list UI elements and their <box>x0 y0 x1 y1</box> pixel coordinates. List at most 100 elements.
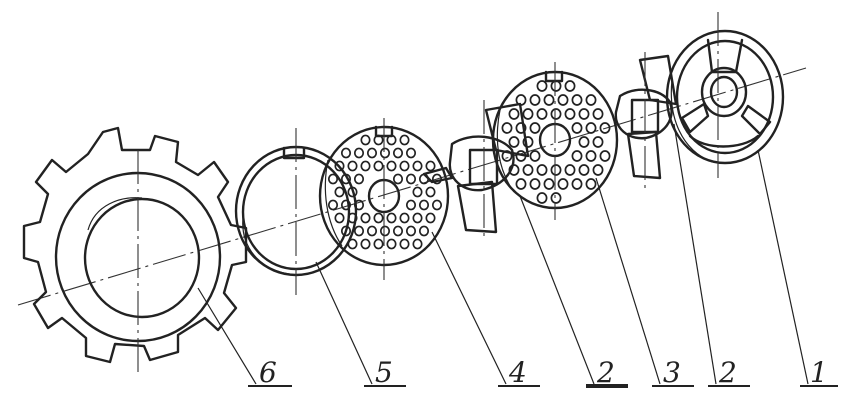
grid-coarse-hole <box>522 108 534 120</box>
cutting-ring <box>665 12 785 178</box>
grid-coarse-hole <box>529 122 541 134</box>
callout-labels: 6 5 4 2 3 2 1 <box>248 356 838 389</box>
grid-fine-hole <box>360 134 371 146</box>
grid-coarse-hole <box>515 178 527 190</box>
grid-coarse-hole <box>529 178 541 190</box>
grid-coarse-hole <box>543 94 555 106</box>
grid-coarse-hole <box>515 122 527 134</box>
grid-fine-hole <box>347 160 358 172</box>
grid-coarse-hole <box>508 108 520 120</box>
grid-fine-hole <box>418 225 430 237</box>
grid-fine-hole <box>379 225 391 237</box>
grid-fine-hole <box>334 212 345 224</box>
grid-coarse-hole <box>508 164 520 176</box>
grid-fine-hole <box>412 186 423 198</box>
grid-fine-hole <box>347 212 358 224</box>
grid-coarse-hole <box>564 164 576 176</box>
grid-coarse-hole <box>529 150 541 162</box>
grid-coarse-hole <box>515 94 527 106</box>
grid-fine-hole <box>405 147 417 159</box>
grid-coarse-hole <box>585 122 597 134</box>
grid-fine-hole <box>340 199 352 211</box>
grid-fine-hole <box>334 186 345 198</box>
grid-fine-hole <box>425 212 436 224</box>
grid-coarse-hole <box>522 136 534 148</box>
grid-fine-hole <box>386 134 397 146</box>
grid-fine-hole <box>360 160 371 172</box>
grid-coarse-hole <box>501 150 513 162</box>
grid-fine-hole <box>347 186 358 198</box>
callout-1: 1 <box>810 356 828 389</box>
grid-coarse-hole <box>599 122 611 134</box>
assembly-axis <box>17 67 807 306</box>
grid-coarse-hole <box>536 108 548 120</box>
grid-fine-hole <box>373 212 384 224</box>
leader-1 <box>757 149 809 385</box>
knife-front <box>422 100 530 240</box>
grid-fine <box>318 118 450 280</box>
leader-6 <box>197 287 257 385</box>
grid-fine-hole <box>425 186 436 198</box>
grid-fine-hole <box>399 160 410 172</box>
grid-coarse-hole <box>515 150 527 162</box>
leader-2b <box>673 123 717 385</box>
grid-coarse-hole <box>557 94 569 106</box>
grid-fine-hole <box>399 238 410 250</box>
leader-2a <box>519 195 595 385</box>
callout-5: 5 <box>375 356 393 389</box>
grid-fine-hole <box>392 225 404 237</box>
grid-fine-hole <box>425 160 436 172</box>
grid-coarse-hole <box>564 80 576 92</box>
grid-fine-holes <box>327 134 443 250</box>
grid-coarse-hole <box>536 80 548 92</box>
grid-fine-hole <box>386 160 397 172</box>
grid-coarse-hole <box>550 192 562 204</box>
grid-fine-hole <box>334 160 345 172</box>
grid-coarse-hole <box>571 150 583 162</box>
grid-coarse-hole <box>592 164 604 176</box>
leader-4 <box>431 231 507 385</box>
grid-fine-hole <box>386 212 397 224</box>
grid-coarse-hole <box>557 178 569 190</box>
callout-6: 6 <box>259 356 277 389</box>
grid-coarse-hole <box>536 192 548 204</box>
grid-fine-hole <box>340 225 352 237</box>
grid-fine-hole <box>353 225 365 237</box>
grid-fine-hole <box>379 147 391 159</box>
grid-coarse-hole <box>571 122 583 134</box>
grid-coarse-hole <box>585 178 597 190</box>
knife-rear <box>614 52 678 190</box>
grid-fine-hole <box>405 173 417 185</box>
grid-coarse-hole <box>578 164 590 176</box>
grid-fine-hole <box>327 173 339 185</box>
grid-coarse-hole <box>578 136 590 148</box>
grid-fine-hole <box>340 147 352 159</box>
grid-fine-hole <box>405 225 417 237</box>
grid-fine-hole <box>392 147 404 159</box>
grid-fine-hole <box>412 160 423 172</box>
grid-fine-hole <box>360 212 371 224</box>
grid-coarse-hole <box>578 108 590 120</box>
callout-3: 3 <box>663 356 681 389</box>
grid-fine-hole <box>347 238 358 250</box>
grid-coarse-hole <box>522 164 534 176</box>
grid-fine-hole <box>366 225 378 237</box>
leader-3 <box>595 177 661 385</box>
grid-fine-hole <box>340 173 352 185</box>
grid-fine-hole <box>327 199 339 211</box>
grid-coarse-hole <box>592 108 604 120</box>
grid-coarse-hole <box>550 164 562 176</box>
grid-coarse-hole <box>592 136 604 148</box>
grid-fine-hole <box>399 134 410 146</box>
grid-fine-hole <box>405 199 417 211</box>
grid-coarse-hole <box>571 178 583 190</box>
leader-lines <box>197 123 809 385</box>
grid-fine-hole <box>386 238 397 250</box>
grid-coarse-hole <box>550 108 562 120</box>
grid-fine-hole <box>366 147 378 159</box>
grid-fine-hole <box>412 238 423 250</box>
grid-fine-hole <box>431 199 443 211</box>
grid-coarse-hole <box>529 94 541 106</box>
grid-fine-hole <box>373 134 384 146</box>
